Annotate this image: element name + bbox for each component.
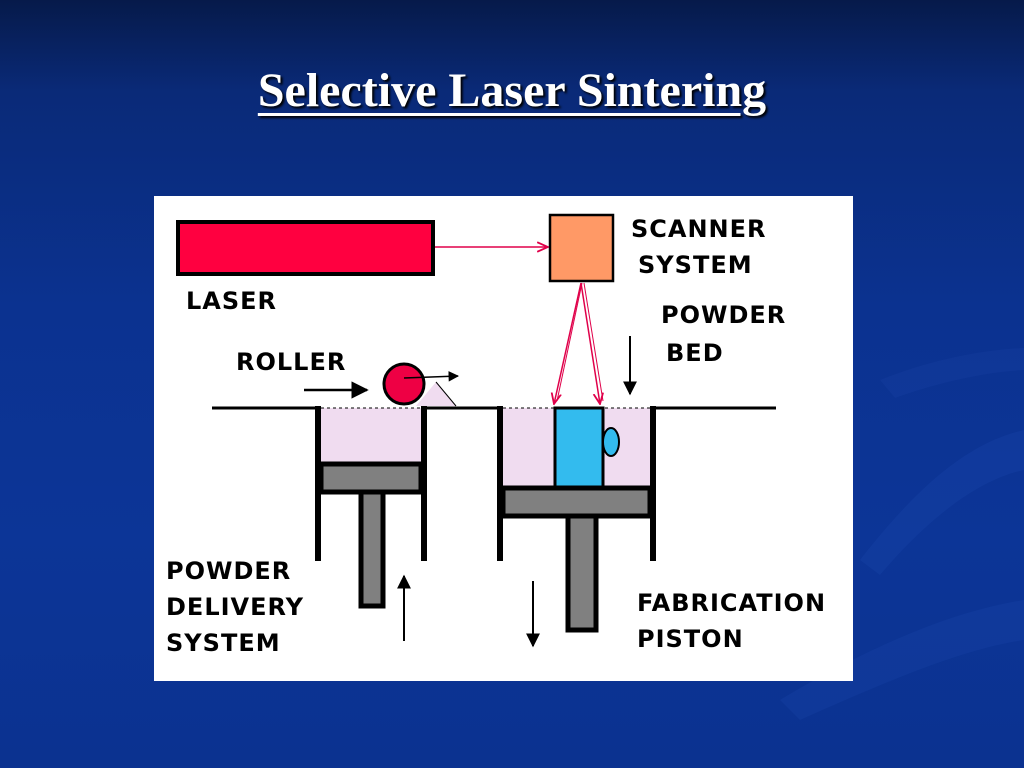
sls-diagram: LASER SCANNER SYSTEM POWDER BED ROLLER [154, 196, 853, 681]
roller-powder-heap [416, 382, 456, 406]
delivery-label-line2: DELIVERY [166, 593, 304, 621]
part-feature [602, 427, 620, 457]
scan-beam-right [580, 282, 600, 404]
roller-label: ROLLER [236, 348, 346, 376]
fabricated-part [553, 406, 605, 490]
scan-beam-left-2 [556, 282, 583, 402]
laser-emitter [176, 220, 435, 276]
scan-beam-right-2 [583, 282, 604, 402]
roller-motion-arrow [403, 371, 460, 382]
delivery-label-line3: SYSTEM [166, 629, 281, 657]
fabrication-chamber [497, 406, 656, 633]
powder-delivery-chamber [315, 406, 427, 609]
slide-title: Selective Laser Sintering [257, 64, 767, 117]
scanner-label-line2: SYSTEM [638, 251, 753, 279]
powder-bed-label-line1: POWDER [661, 301, 786, 329]
laser-label: LASER [186, 287, 277, 315]
roller [382, 362, 426, 406]
scanner-label-line1: SCANNER [631, 215, 767, 243]
powder-bed-label-line2: BED [666, 339, 724, 367]
delivery-label-line1: POWDER [166, 557, 291, 585]
roller-heap-edge [435, 381, 457, 407]
scanner-box [548, 213, 615, 283]
scan-beam-left [554, 282, 582, 404]
fabrication-label-line2: PISTON [637, 625, 744, 653]
fabrication-label-line1: FABRICATION [637, 589, 826, 617]
